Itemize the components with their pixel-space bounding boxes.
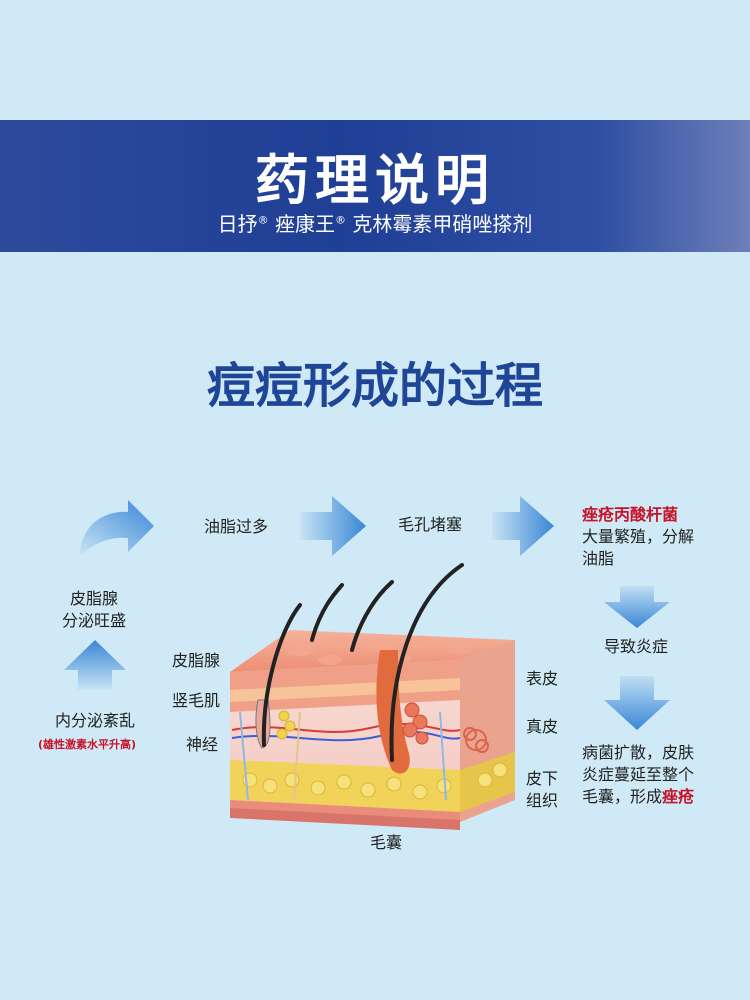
arrow-right-icon (300, 496, 366, 556)
arrow-curve-icon (80, 500, 154, 556)
spread-text-3: 毛囊，形成痤疮 (582, 786, 694, 808)
brand-name-1: 日抒 (217, 212, 258, 236)
bacteria-label: 痤疮丙酸杆菌 (582, 505, 679, 524)
bacteria-desc-1: 大量繁殖，分解 (582, 527, 695, 546)
arrow-up-icon (64, 640, 126, 690)
spread-text-2: 炎症蔓延至整个 (582, 765, 695, 784)
bacteria-desc-2: 油脂 (582, 549, 615, 568)
diagram-label-epidermis: 表皮 (526, 669, 559, 688)
diagram-label-arrector: 竖毛肌 (172, 691, 221, 710)
oil-excess-label: 油脂过多 (204, 517, 269, 536)
diagram-label-follicle: 毛囊 (370, 833, 403, 852)
spread-text-3-prefix: 毛囊，形成 (582, 787, 663, 806)
sebaceous-label-1: 皮脂腺 (70, 589, 119, 608)
pore-blocked-label: 毛孔堵塞 (398, 515, 463, 534)
diagram-label-dermis: 真皮 (526, 717, 559, 736)
spread-text-1: 病菌扩散，皮肤 (582, 743, 695, 762)
endocrine-label: 内分泌紊乱 (55, 711, 136, 730)
registered-mark-1: ® (257, 213, 269, 227)
section-title: 痘痘形成的过程 (206, 358, 543, 414)
registered-mark-2: ® (335, 213, 346, 227)
sebaceous-label-2: 分泌旺盛 (62, 611, 127, 630)
acne-highlight: 痤疮 (662, 787, 695, 806)
header-banner (0, 120, 750, 252)
product-subtitle: 日抒® 痤康王® 克林霉素甲硝唑搽剂 (0, 208, 750, 237)
arrow-down-icon (604, 586, 670, 628)
arrow-right-icon (492, 496, 554, 556)
endocrine-note: (雄性激素水平升高) (38, 738, 137, 751)
brand-name-2: 痤康王 (275, 212, 335, 236)
diagram-label-subcutaneous-1: 皮下 (526, 769, 559, 788)
arrow-down-icon (604, 676, 670, 730)
skin-cross-section (230, 563, 515, 830)
inflammation-label: 导致炎症 (604, 637, 669, 656)
diagram-label-subcutaneous-2: 组织 (526, 791, 559, 810)
page-title: 药理说明 (255, 149, 495, 212)
diagram-label-nerve: 神经 (186, 735, 219, 754)
drug-name: 克林霉素甲硝唑搽剂 (352, 212, 533, 236)
diagram-label-sebaceous: 皮脂腺 (172, 651, 221, 670)
